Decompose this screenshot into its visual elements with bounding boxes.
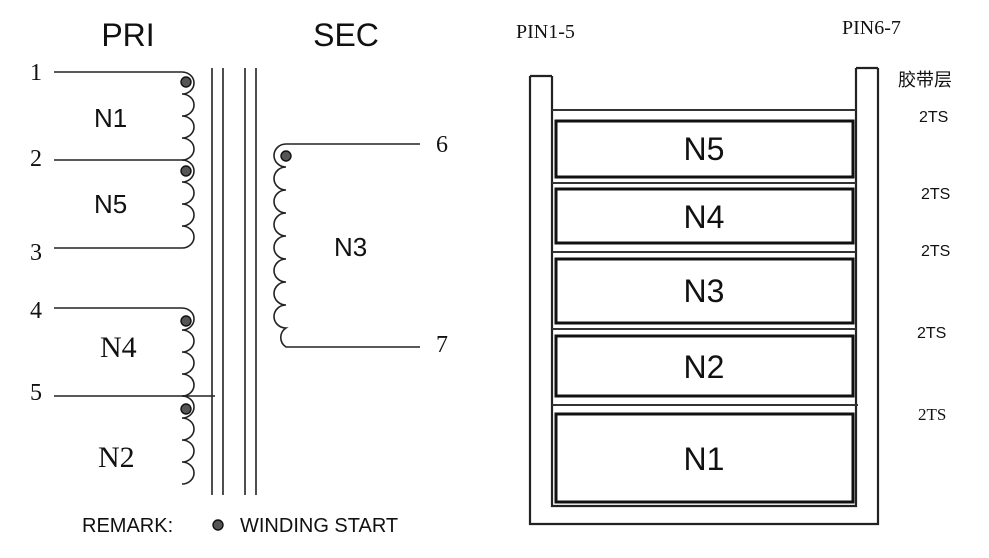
pin-left-label: PIN1-5 [516,21,575,43]
tape-lines [552,109,858,406]
layer-boxes [554,119,855,504]
bobbin [528,66,880,526]
winding-label-n3: N3 [334,232,367,262]
pin-label: 7 [436,332,448,358]
dot-icon [280,150,292,162]
tape-value: 2TS [917,325,946,342]
remark-dot-icon [212,519,224,531]
layer-label-n4: N4 [684,199,725,235]
n4-coil [54,307,195,397]
remark-label: REMARK: [82,515,173,537]
tape-layer-label: 胶带层 [898,70,952,90]
winding-label-n4: N4 [100,331,137,364]
dot-icon [180,315,192,327]
dot-icon [180,165,192,177]
layer-box-n1 [554,412,855,504]
dot-icon [180,76,192,88]
layer-box-n3 [554,257,855,325]
remark-text: WINDING START [240,515,398,537]
pin-label: 3 [30,240,42,266]
winding-label-n2: N2 [98,441,135,474]
schematic [54,68,420,495]
layer-label-n5: N5 [684,131,725,167]
layer-box-n4 [554,187,855,245]
n3-coil [273,143,420,348]
winding-label-n1: N1 [94,103,127,133]
pin-label: 4 [30,298,42,324]
tape-value: 2TS [921,243,950,260]
n2-coil [181,395,195,485]
bobbin-inner [550,68,858,508]
n5-coil [54,159,195,249]
tape-value: 2TS [918,405,946,424]
pin-label: 2 [30,146,42,172]
layer-label-n3: N3 [684,273,725,309]
dot-icon [180,403,192,415]
layer-label-n2: N2 [684,349,725,385]
winding-start-dots [180,76,292,415]
pin-right-label: PIN6-7 [842,17,901,39]
layer-box-n5 [554,119,855,179]
tape-value: 2TS [921,186,950,203]
pin-label: 5 [30,380,42,406]
pri-title: PRI [101,17,154,53]
tape-value: 2TS [919,109,948,126]
pin-label: 1 [30,60,42,86]
layer-label-n1: N1 [684,441,725,477]
bobbin-outer [528,68,880,526]
pin-label: 6 [436,132,448,158]
n1-coil [54,71,195,161]
layer-box-n2 [554,334,855,398]
sec-title: SEC [313,17,379,53]
winding-label-n5: N5 [94,189,127,219]
